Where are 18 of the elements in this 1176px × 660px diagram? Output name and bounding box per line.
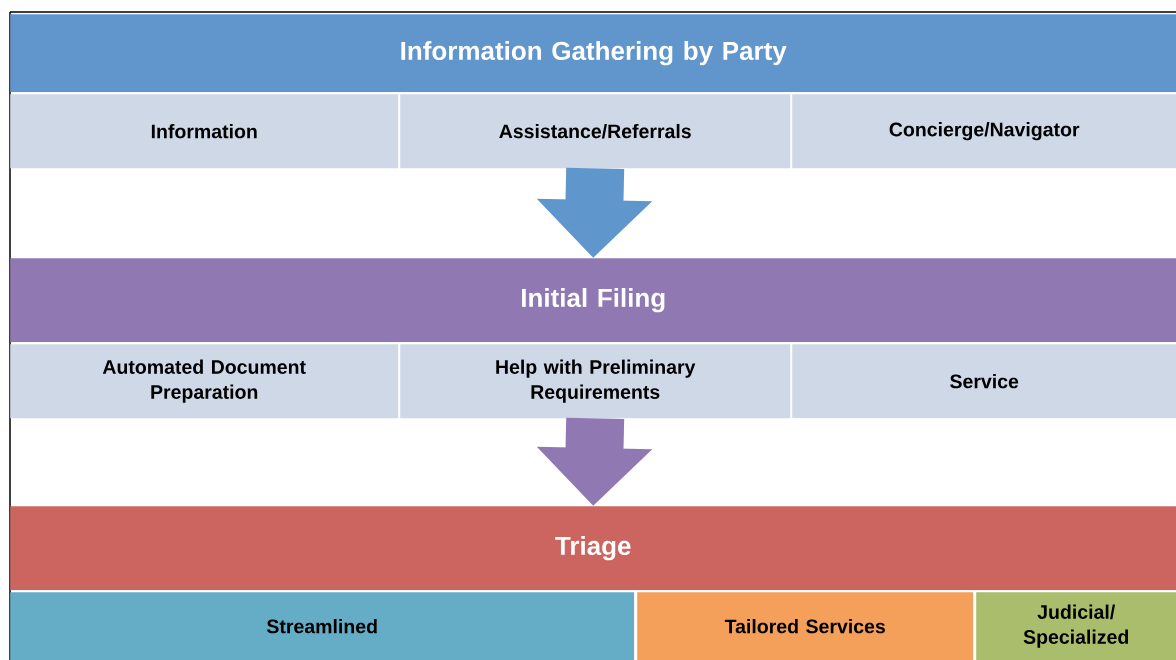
step-box: Help with Preliminary Requirements	[400, 344, 791, 419]
node-label: Information	[151, 124, 257, 139]
node-label: Service	[950, 374, 1019, 389]
node-label: Concierge/Navigator	[889, 122, 1080, 141]
node-label: Help with Preliminary Requirements	[496, 359, 696, 403]
step-box: Automated Document Preparation	[10, 344, 399, 419]
stage-header-band: Information Gathering by Party	[10, 14, 1176, 93]
step-box: Service	[792, 344, 1176, 419]
step-box: Concierge/Navigator	[792, 94, 1176, 169]
step-box: Streamlined	[10, 592, 635, 660]
step-box: Tailored Services	[637, 592, 974, 660]
step-box: Information	[10, 94, 399, 169]
step-box: Assistance/Referrals	[400, 94, 791, 169]
node-label: Automated Document Preparation	[102, 359, 306, 403]
stage-header-band: Initial Filing	[10, 258, 1176, 343]
node-label: Assistance/Referrals	[499, 123, 691, 139]
stage-header-band: Triage	[10, 506, 1176, 591]
step-box: Judicial/ Specialized	[976, 592, 1176, 660]
